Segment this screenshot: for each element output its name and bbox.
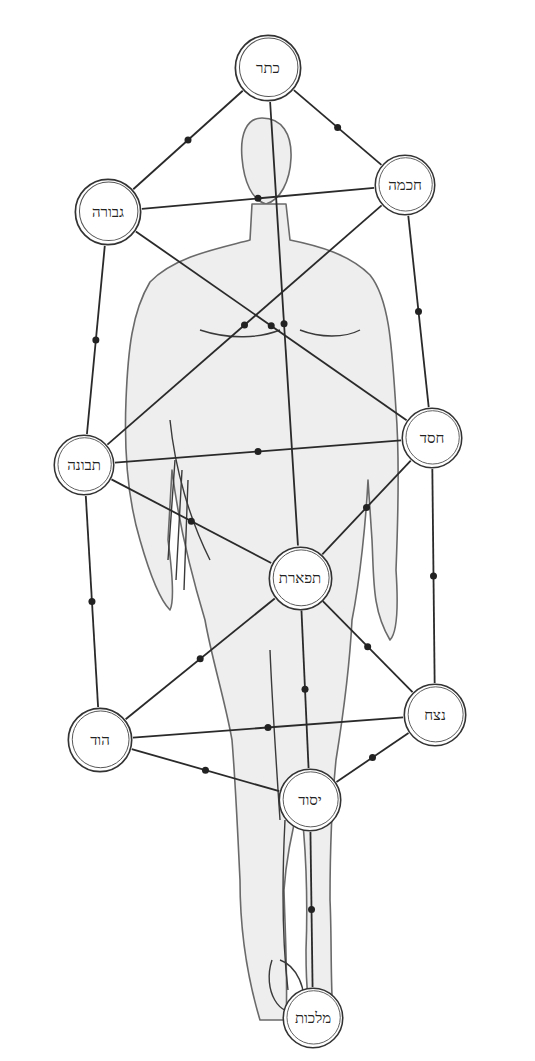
sefira-name: כתר bbox=[256, 59, 280, 77]
path-line bbox=[86, 496, 98, 707]
path-line bbox=[323, 601, 413, 692]
path-line bbox=[301, 610, 308, 768]
path-line bbox=[294, 90, 382, 165]
sefira-name: יסוד bbox=[298, 791, 322, 809]
sefira-circle: הוד bbox=[67, 707, 133, 773]
sefira-name: תפארת bbox=[279, 569, 322, 587]
sefira-name: תבונה bbox=[67, 456, 101, 474]
path-line bbox=[126, 598, 275, 719]
sefira-circle: חסד bbox=[401, 407, 463, 469]
path-line bbox=[107, 205, 381, 444]
sefira-name: גבורה bbox=[92, 203, 124, 221]
sefira-circle: חכמה bbox=[374, 154, 436, 216]
sefira-circle: נצח bbox=[403, 683, 467, 747]
sefira-name: חכמה bbox=[388, 176, 422, 194]
sefira-circle: כתר bbox=[234, 34, 302, 102]
sefira-circle: גבורה bbox=[74, 178, 142, 246]
path-line bbox=[87, 246, 105, 434]
sefira-circle: יסוד bbox=[278, 768, 342, 832]
sefira-name: הוד bbox=[90, 731, 110, 749]
path-line bbox=[136, 231, 407, 420]
path-line bbox=[308, 832, 315, 987]
sefira-name: נצח bbox=[424, 706, 446, 724]
path-line bbox=[132, 749, 280, 791]
path-line bbox=[322, 461, 410, 555]
path-line bbox=[133, 91, 242, 190]
path-line bbox=[270, 102, 298, 546]
sefira-circle: מלכות bbox=[282, 987, 344, 1049]
path-line bbox=[336, 733, 408, 782]
sefira-circle: תבונה bbox=[53, 434, 115, 496]
sefira-circle: תפארת bbox=[268, 546, 333, 611]
path-line bbox=[142, 188, 374, 209]
path-line bbox=[111, 479, 271, 563]
path-line bbox=[133, 717, 403, 737]
sefira-name: חסד bbox=[420, 429, 445, 447]
path-line bbox=[408, 216, 428, 407]
path-line bbox=[430, 469, 437, 683]
sefira-name: מלכות bbox=[295, 1009, 331, 1027]
path-line bbox=[115, 440, 401, 462]
